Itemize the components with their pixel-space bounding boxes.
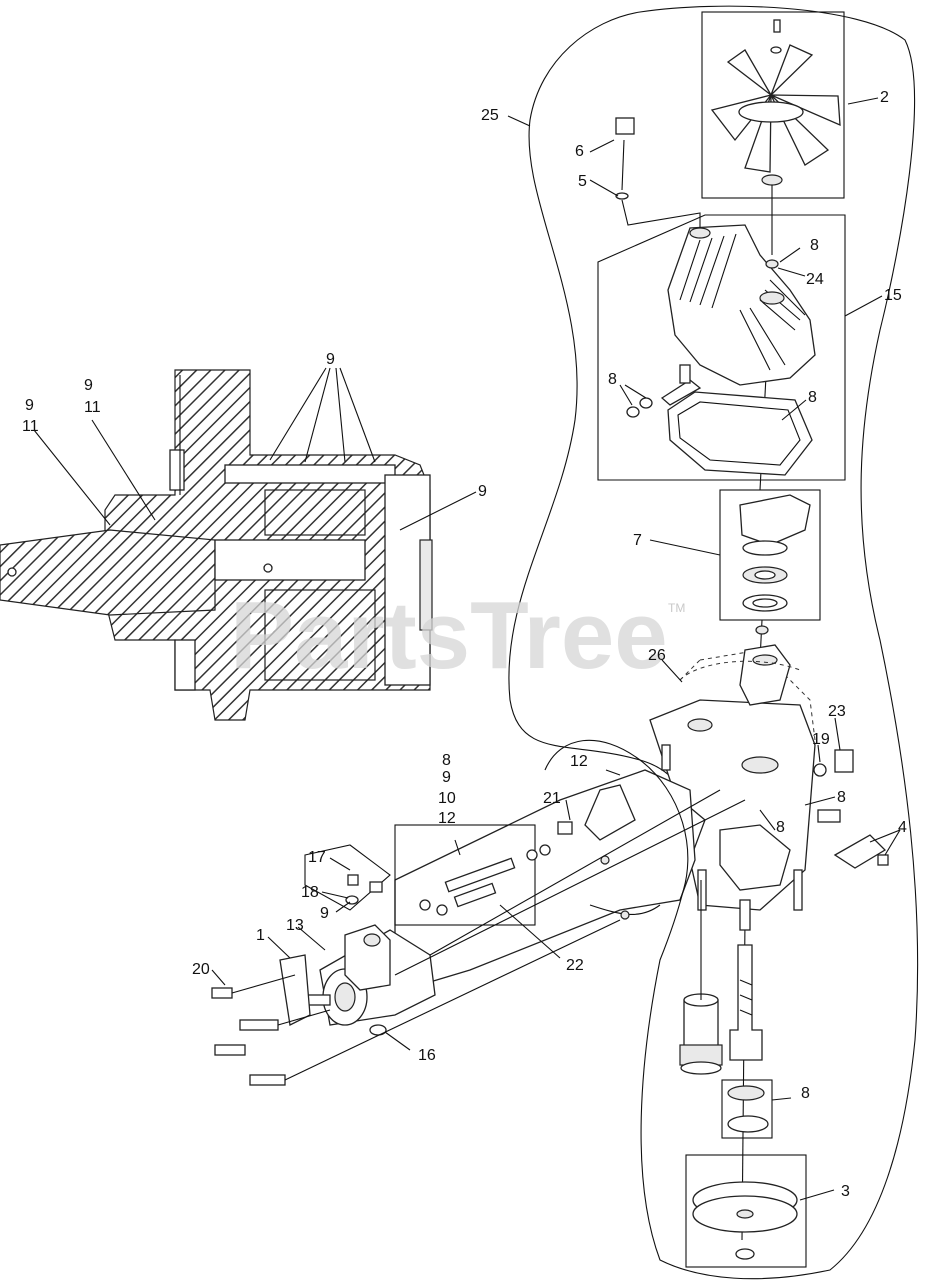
callout-7: 7 <box>633 532 642 549</box>
bolt <box>249 1074 286 1086</box>
callout-3: 3 <box>841 1183 850 1200</box>
callout-8: 8 <box>776 819 785 836</box>
callout-22: 22 <box>566 957 584 974</box>
callout-9: 9 <box>442 769 451 786</box>
callout-9: 9 <box>320 905 329 922</box>
cooling-fan <box>710 19 841 186</box>
lower-bearing <box>727 1085 765 1101</box>
callout-12: 12 <box>570 753 588 770</box>
watermark-tm: TM <box>668 601 685 615</box>
callout-25: 25 <box>481 107 499 124</box>
callout-9: 9 <box>25 397 34 414</box>
bolt <box>239 1019 279 1031</box>
lower-bearing-box <box>721 1079 773 1139</box>
callout-8: 8 <box>442 752 451 769</box>
input-shaft <box>729 944 763 1061</box>
transaxle-cross-section <box>0 369 433 721</box>
callout-9: 9 <box>326 351 335 368</box>
bypass-arm <box>833 834 887 869</box>
housing-cover <box>626 224 816 476</box>
watermark-text: PartsTree <box>230 582 668 689</box>
valve-fitting <box>817 809 841 823</box>
leader-lines <box>33 97 901 1201</box>
transaxle-boundary-outline <box>508 5 919 1280</box>
fitting <box>834 749 854 773</box>
callout-8: 8 <box>810 237 819 254</box>
callout-8: 8 <box>837 789 846 806</box>
callout-18: 18 <box>301 884 319 901</box>
arm-bolt <box>877 854 889 866</box>
piston-group <box>419 844 551 916</box>
callout-11: 11 <box>22 418 39 435</box>
callout-2: 2 <box>880 89 889 106</box>
valve-plug <box>369 881 383 893</box>
pulley <box>692 1181 798 1260</box>
retaining-ring <box>727 1115 769 1133</box>
callout-24: 24 <box>806 271 824 288</box>
callout-15: 15 <box>884 287 902 304</box>
callout-9: 9 <box>84 377 93 394</box>
callout-6: 6 <box>575 143 584 160</box>
piston-group-box <box>394 824 536 926</box>
fan-group-box <box>701 11 845 199</box>
oil-filter <box>679 993 723 1075</box>
callout-16: 16 <box>418 1047 436 1064</box>
bolt <box>211 987 233 999</box>
callout-20: 20 <box>192 961 210 978</box>
valve-cap <box>347 874 359 886</box>
mounting-bracket <box>584 784 636 841</box>
callout-10: 10 <box>438 790 456 807</box>
callout-8: 8 <box>608 371 617 388</box>
callout-19: 19 <box>812 731 830 748</box>
callout-11: 11 <box>84 399 101 416</box>
callout-26: 26 <box>648 647 666 664</box>
callout-5: 5 <box>578 173 587 190</box>
callout-8: 8 <box>808 389 817 406</box>
valve-o-ring <box>345 895 359 905</box>
plug <box>557 821 573 835</box>
axle-housing <box>394 739 696 986</box>
callout-9: 9 <box>478 483 487 500</box>
oil-fill-cap <box>615 117 701 228</box>
callout-17: 17 <box>308 849 326 866</box>
callout-21: 21 <box>543 790 561 807</box>
wheel-motor <box>279 924 436 1036</box>
bearing-stack <box>739 494 811 612</box>
callout-8: 8 <box>801 1085 810 1102</box>
callout-1: 1 <box>256 927 265 944</box>
callout-12: 12 <box>438 810 456 827</box>
pulley-box <box>685 1154 807 1268</box>
callout-4: 4 <box>898 819 907 836</box>
o-ring <box>813 763 827 777</box>
housing-cover-box <box>597 214 846 481</box>
callout-13: 13 <box>286 917 304 934</box>
callout-23: 23 <box>828 703 846 720</box>
callouts: 25 2 6 5 8 24 15 8 8 7 26 23 19 8 8 4 8 … <box>22 89 907 1200</box>
bolt <box>214 1044 246 1056</box>
